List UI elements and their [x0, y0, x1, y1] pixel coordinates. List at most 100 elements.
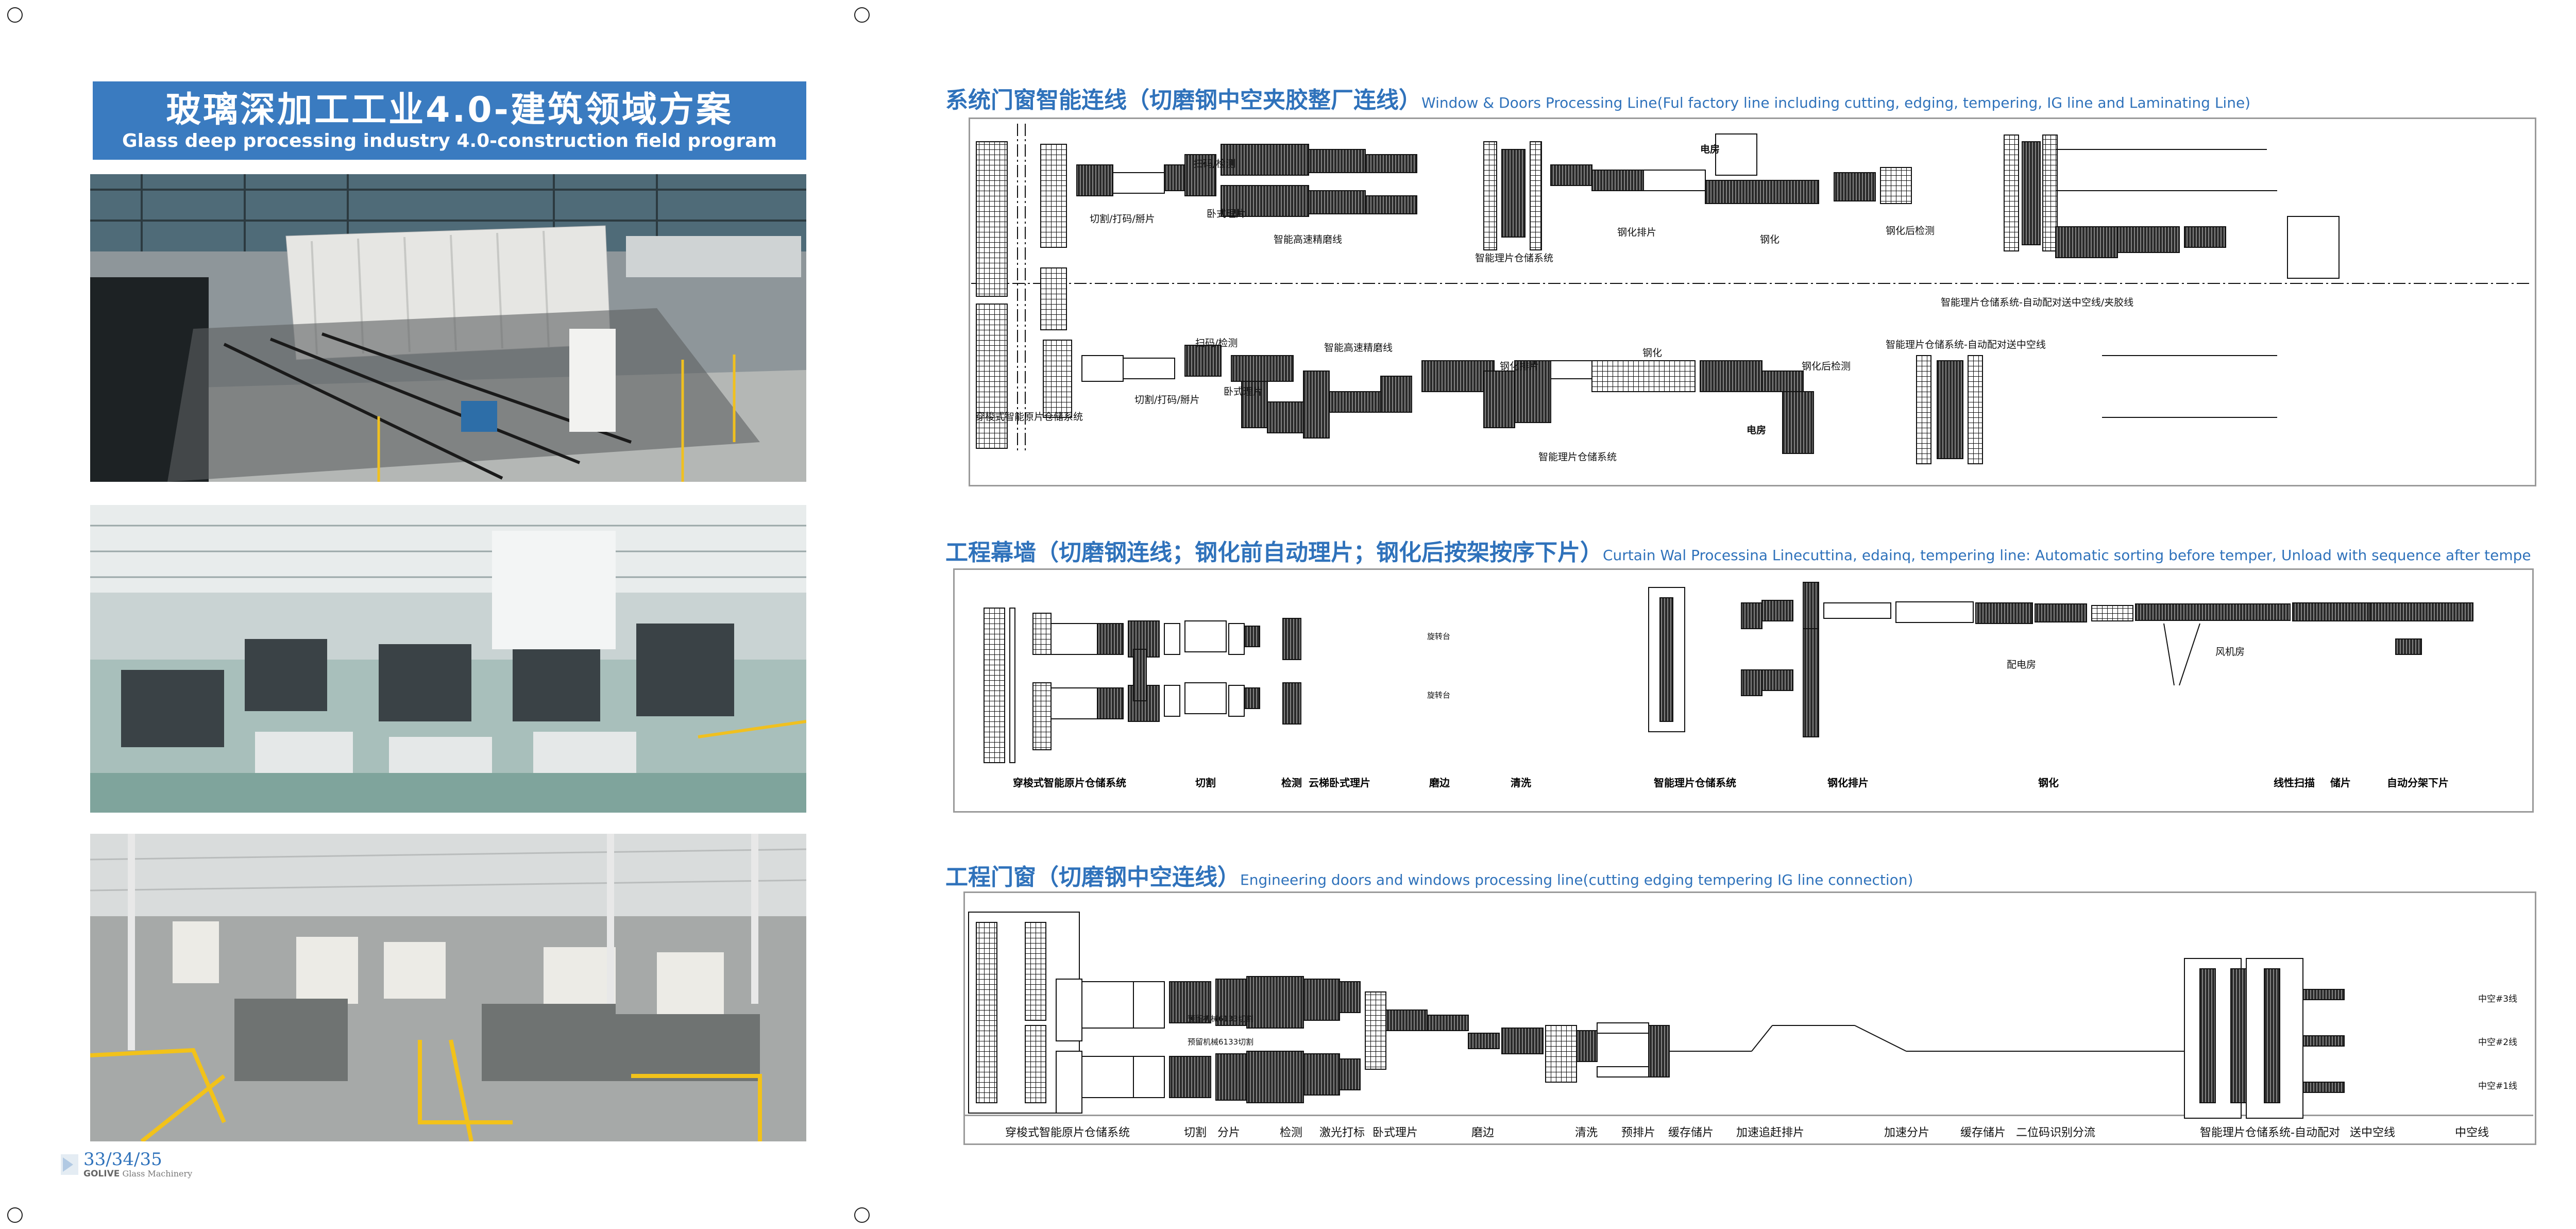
equipment-block: [1184, 620, 1227, 652]
equipment-block: [1169, 1056, 1211, 1098]
registration-mark: [7, 1207, 23, 1223]
equipment-block: [1501, 149, 1526, 238]
factory-photo-workshop-overview: [90, 505, 806, 813]
storage-rack: [976, 141, 1008, 297]
heading-cn: 系统门窗智能连线（切磨钢中空夹胶整厂连线）: [945, 87, 1421, 113]
equipment-block: [1380, 376, 1412, 413]
equipment-block: [1648, 1025, 1670, 1078]
diagram-label: 电房: [1700, 144, 1720, 155]
equipment-block: [1339, 1058, 1361, 1090]
process-step-label: 清洗: [1575, 1126, 1598, 1139]
equipment-block: [1550, 164, 1592, 186]
process-step-label: 穿梭式智能原片仓储系统: [1005, 1126, 1130, 1139]
storage-rack: [1880, 167, 1912, 204]
diagram-label: 旋转台: [1427, 632, 1451, 641]
equipment-block: [2302, 989, 2345, 1000]
equipment-block: [1228, 685, 1245, 717]
equipment-block: [1081, 1056, 1134, 1098]
process-step-label: 预排片: [1621, 1126, 1656, 1139]
equipment-block: [2199, 968, 2216, 1103]
equipment-block: [1705, 180, 1819, 204]
equipment-block: [1009, 608, 1015, 763]
equipment-block: [1761, 371, 1804, 392]
equipment-block: [1133, 981, 1165, 1029]
equipment-block: [1097, 687, 1124, 719]
registration-mark: [854, 7, 870, 23]
equipment-block: [2395, 638, 2422, 655]
conveyor-line: [1751, 1025, 1773, 1052]
storage-rack: [2042, 134, 2058, 251]
equipment-block: [1112, 172, 1165, 194]
equipment-block: [1050, 623, 1098, 655]
equipment-block: [1123, 358, 1175, 379]
registration-mark: [7, 7, 23, 23]
process-step-label: 云梯卧式理片: [1309, 777, 1370, 789]
equipment-block: [2287, 216, 2340, 279]
process-step-label: 磨边: [1471, 1126, 1495, 1139]
equipment-block: [1267, 401, 1309, 433]
equipment-block: [2184, 226, 2226, 248]
process-step-label: 缓存储片: [1668, 1126, 1714, 1139]
heading-cn: 工程幕墙（切磨钢连线；钢化前自动理片；钢化后按架按序下片）: [945, 540, 1603, 566]
equipment-block: [2302, 1035, 2345, 1047]
diagram-label: 电房: [1747, 425, 1767, 436]
equipment-block: [1468, 1033, 1500, 1049]
diagram-label: 风机房: [2215, 646, 2245, 658]
equipment-block: [1215, 979, 1247, 1026]
heading-en: Window & Doors Processing Line(Ful facto…: [1421, 94, 2251, 111]
page-numbers: 33/34/35: [83, 1149, 162, 1170]
equipment-block: [1164, 685, 1180, 717]
equipment-block: [1081, 355, 1124, 382]
process-step-label: 加速分片: [1884, 1126, 1930, 1139]
equipment-block: [1782, 391, 1814, 454]
diagram-label: 智能理片仓储系统: [1475, 252, 1554, 264]
equipment-block: [1937, 360, 1963, 459]
equipment-block: [1133, 1056, 1165, 1098]
process-step-label: 智能理片仓储系统-自动配对: [2200, 1126, 2340, 1139]
factory-photo-production-floor: [90, 834, 806, 1141]
diagram-label: 卧式理片: [1207, 208, 1246, 220]
storage-rack: [1591, 360, 1696, 392]
diagram-label: 钢化后检测: [1802, 361, 1851, 372]
equipment-block: [2135, 603, 2291, 621]
equipment-block: [1597, 1022, 1649, 1034]
equipment-block: [1741, 669, 1762, 696]
equipment-block: [1184, 154, 1216, 196]
diagram-label: 中空#1线: [2478, 1081, 2518, 1091]
process-step-label: 储片: [2330, 777, 2351, 789]
equipment-block: [1834, 172, 1876, 201]
equipment-block: [2022, 141, 2041, 245]
equipment-block: [1076, 164, 1113, 196]
diagram-label: 钢化排片: [1500, 361, 1539, 372]
equipment-block: [1184, 682, 1227, 714]
process-step-label: 送中空线: [2350, 1126, 2396, 1139]
diagram-label: 智能理片仓储系统-自动配对送中空线/夹胶线: [1941, 297, 2134, 308]
storage-rack: [1032, 613, 1052, 655]
process-step-label: 切割: [1184, 1126, 1207, 1139]
equipment-block: [1514, 360, 1551, 423]
section-heading-window-doors: 系统门窗智能连线（切磨钢中空夹胶整厂连线）Window & Doors Proc…: [945, 81, 2250, 114]
brand-chevron-icon: [61, 1154, 78, 1175]
process-step-label: 智能理片仓储系统: [1654, 777, 1736, 789]
diagram-label: 扫码/检测: [1193, 158, 1236, 170]
equipment-block: [1427, 1015, 1469, 1031]
equipment-block: [1056, 1051, 1082, 1114]
registration-mark: [854, 1207, 870, 1223]
diagram-window-doors-line: [969, 117, 2536, 486]
equipment-block: [1803, 628, 1819, 737]
process-step-label: 钢化: [2038, 777, 2059, 789]
equipment-block: [1715, 133, 1757, 176]
process-step-label: 磨边: [1429, 777, 1450, 789]
equipment-block: [1803, 582, 1819, 629]
storage-rack: [2091, 605, 2133, 621]
equipment-block: [1365, 195, 1417, 214]
equipment-block: [1164, 164, 1185, 191]
diagram-label: 切割/打码/掰片: [1134, 394, 1200, 406]
storage-rack: [976, 922, 997, 1103]
equipment-block: [1231, 355, 1294, 382]
storage-rack: [2004, 134, 2019, 251]
process-step-label: 激光打标: [1319, 1126, 1365, 1139]
equipment-block: [1246, 976, 1304, 1029]
banner-title-en: Glass deep processing industry 4.0-const…: [122, 130, 777, 151]
